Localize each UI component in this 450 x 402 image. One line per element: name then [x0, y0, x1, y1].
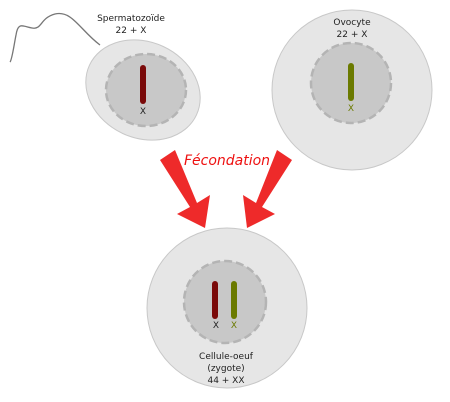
zygote-maternal-chromosome	[231, 281, 237, 319]
zygote-title: Cellule-oeuf	[199, 352, 254, 362]
sperm-tail	[9, 12, 101, 63]
ovocyte-title: Ovocyte	[333, 18, 371, 28]
zygote-maternal-label: X	[231, 321, 237, 331]
ovocyte-chromosome	[348, 63, 354, 101]
sperm-formula: 22 + X	[116, 26, 147, 36]
zygote-nucleus	[182, 259, 268, 345]
sperm-chromosome-label: X	[140, 107, 146, 117]
sperm-title: Spermatozoïde	[97, 14, 165, 24]
zygote-paternal-label: X	[213, 321, 219, 331]
zygote-formula: 44 + XX	[207, 376, 244, 386]
zygote-subtitle: (zygote)	[207, 364, 244, 374]
fecondation-label: Fécondation	[184, 153, 270, 169]
ovocyte-chromosome-label: X	[348, 104, 354, 114]
right-arrow	[243, 150, 292, 228]
left-arrow	[160, 150, 210, 228]
zygote-paternal-chromosome	[212, 281, 218, 319]
ovocyte-formula: 22 + X	[337, 30, 368, 40]
sperm-chromosome	[140, 65, 146, 104]
